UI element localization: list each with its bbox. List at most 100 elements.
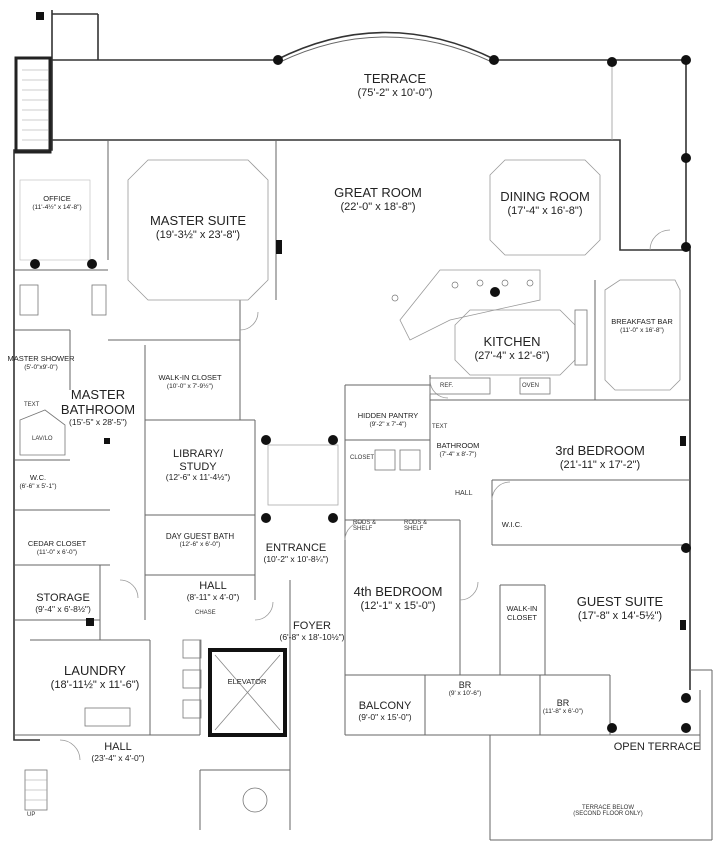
room-wic: W.I.C. xyxy=(501,520,523,530)
column-marker xyxy=(87,259,97,269)
room-dimensions: (9' x 10'-6") xyxy=(448,690,482,698)
room-dimensions: (11'-0" x 6'-0") xyxy=(36,548,78,556)
room-dimensions: (75'-2" x 10'-0") xyxy=(357,86,433,99)
room-master-suite: MASTER SUITE (19'-3½" x 23'-8") xyxy=(149,213,247,242)
room-name: MASTER BATHROOM xyxy=(60,387,136,417)
room-name: DAY GUEST BATH xyxy=(165,532,235,541)
room-name: BREAKFAST BAR xyxy=(611,317,673,326)
room-balcony: BALCONY (9'-0" x 15'-0") xyxy=(358,700,411,722)
label-text-a: TEXT xyxy=(24,402,40,408)
room-elevator: ELEVATOR xyxy=(228,677,267,687)
column-marker xyxy=(261,435,271,445)
column-marker xyxy=(681,153,691,163)
room-name: STORAGE xyxy=(36,592,90,604)
label-hall: HALL xyxy=(455,490,473,497)
room-name: 3rd BEDROOM xyxy=(555,443,645,458)
column-marker xyxy=(328,435,338,445)
room-br-right: BR (11'-8" x 6'-0") xyxy=(543,698,583,716)
room-great-room: GREAT ROOM (22'-0" x 18'-8") xyxy=(334,185,422,214)
room-fourth-bedroom: 4th BEDROOM (12'-1" x 15'-0") xyxy=(353,584,443,613)
room-guest-suite: GUEST SUITE (17'-8" x 14'-5½") xyxy=(576,594,664,623)
room-name: FOYER xyxy=(293,620,331,632)
room-name: TERRACE xyxy=(363,71,427,86)
room-name: ENTRANCE xyxy=(265,542,327,554)
room-name: 4th BEDROOM xyxy=(353,584,443,599)
label-lavlo: LAV/LO xyxy=(32,436,53,442)
room-laundry: LAUNDRY (18'-11½" x 11'-6") xyxy=(50,663,140,692)
label-rods-b: RODS & SHELF xyxy=(404,520,428,532)
room-name: MASTER SUITE xyxy=(149,213,247,228)
room-dimensions: (19'-3½" x 23'-8") xyxy=(155,228,241,241)
room-dimensions: (11'-8" x 6'-0") xyxy=(542,708,584,716)
room-name: W.I.C. xyxy=(501,520,523,529)
room-foyer: FOYER (6'-8" x 18'-10½") xyxy=(279,620,344,642)
room-walk-in-closet-guest: WALK-IN CLOSET xyxy=(502,604,542,622)
room-br-left: BR (9' x 10'-6") xyxy=(449,680,482,698)
room-cedar-closet: CEDAR CLOSET (11'-0" x 6'-0") xyxy=(28,539,86,556)
room-hall-small: HALL (8'-11" x 4'-0") xyxy=(187,580,240,602)
label-rods-a: RODS & SHELF xyxy=(353,520,377,532)
room-name: GREAT ROOM xyxy=(334,185,422,200)
room-kitchen: KITCHEN (27'-4" x 12'-6") xyxy=(474,334,550,363)
room-bathroom: BATHROOM (7'-4" x 8'-7") xyxy=(437,441,480,458)
column-marker xyxy=(276,240,282,254)
column-marker xyxy=(681,55,691,65)
room-name: MASTER SHOWER xyxy=(7,354,75,363)
exterior-walls xyxy=(13,10,691,741)
column-marker xyxy=(681,693,691,703)
room-master-bathroom: MASTER BATHROOM (15'-5" x 28'-5") xyxy=(53,387,143,428)
room-dimensions: (11'-0" x 16'-8") xyxy=(620,326,664,334)
column-marker xyxy=(681,242,691,252)
room-dimensions: (27'-4" x 12'-6") xyxy=(474,349,550,362)
room-name: BR xyxy=(556,698,570,708)
room-dimensions: (9'-2" x 7'-4") xyxy=(369,420,407,428)
room-name: HALL xyxy=(104,741,132,753)
room-walk-in-closet: WALK-IN CLOSET (10'-0" x 7'-9½") xyxy=(158,373,222,390)
column-marker xyxy=(681,543,691,553)
column-marker xyxy=(273,55,283,65)
room-master-shower: MASTER SHOWER (5'-0"x9'-0") xyxy=(7,354,75,371)
room-third-bedroom: 3rd BEDROOM (21'-11" x 17'-2") xyxy=(555,443,645,472)
room-name: LAUNDRY xyxy=(64,663,126,678)
room-dimensions: (18'-11½" x 11'-6") xyxy=(50,678,140,691)
room-dimensions: (8'-11" x 4'-0") xyxy=(186,591,240,602)
room-name: BALCONY xyxy=(358,700,412,712)
room-hidden-pantry: HIDDEN PANTRY (9'-2" x 7'-4") xyxy=(357,411,419,428)
interior-walls xyxy=(15,140,713,841)
room-open-terrace: OPEN TERRACE xyxy=(614,741,701,754)
column-marker xyxy=(607,723,617,733)
column-marker xyxy=(30,259,40,269)
room-dimensions: (12'-1" x 15'-0") xyxy=(360,599,436,612)
room-dimensions: (6'-8" x 18'-10½") xyxy=(279,631,345,642)
column-marker xyxy=(261,513,271,523)
room-name: BR xyxy=(458,680,472,690)
room-dimensions: (22'-0" x 18'-8") xyxy=(340,200,416,213)
room-name: GUEST SUITE xyxy=(576,594,664,609)
room-dimensions: (15'-5" x 28'-5") xyxy=(69,416,127,427)
room-dimensions: (9'-4" x 6'-8½") xyxy=(35,603,91,614)
room-dimensions: (23'-4" x 4'-0") xyxy=(91,752,145,763)
column-marker xyxy=(490,287,500,297)
room-dimensions: (6'-6" x 5'-1") xyxy=(19,482,57,490)
room-outlines xyxy=(19,159,681,506)
room-library: LIBRARY/ STUDY (12'-6" x 11'-4½") xyxy=(163,448,233,483)
room-dimensions: (7'-4" x 8'-7") xyxy=(439,450,477,458)
room-name: WALK-IN CLOSET xyxy=(506,604,538,622)
room-name: HIDDEN PANTRY xyxy=(357,411,419,420)
column-marker xyxy=(681,723,691,733)
label-ref: REF. xyxy=(440,383,454,389)
room-name: DINING ROOM xyxy=(500,189,590,204)
room-hall-bottom: HALL (23'-4" x 4'-0") xyxy=(91,741,144,763)
room-name: W.C. xyxy=(29,473,47,482)
room-dimensions: (5'-0"x9'-0") xyxy=(24,363,58,371)
columns xyxy=(30,12,691,733)
room-office: OFFICE (11'-4½" x 14'-8") xyxy=(32,194,81,211)
column-marker xyxy=(86,618,94,626)
label-chase: CHASE xyxy=(195,610,216,616)
room-day-guest-bath: DAY GUEST BATH (12'-6" x 6'-0") xyxy=(166,532,234,549)
room-name: WALK-IN CLOSET xyxy=(158,373,222,382)
room-dimensions: (12'-6" x 11'-4½") xyxy=(165,472,231,483)
room-storage: STORAGE (9'-4" x 6'-8½") xyxy=(35,592,91,614)
column-marker xyxy=(489,55,499,65)
